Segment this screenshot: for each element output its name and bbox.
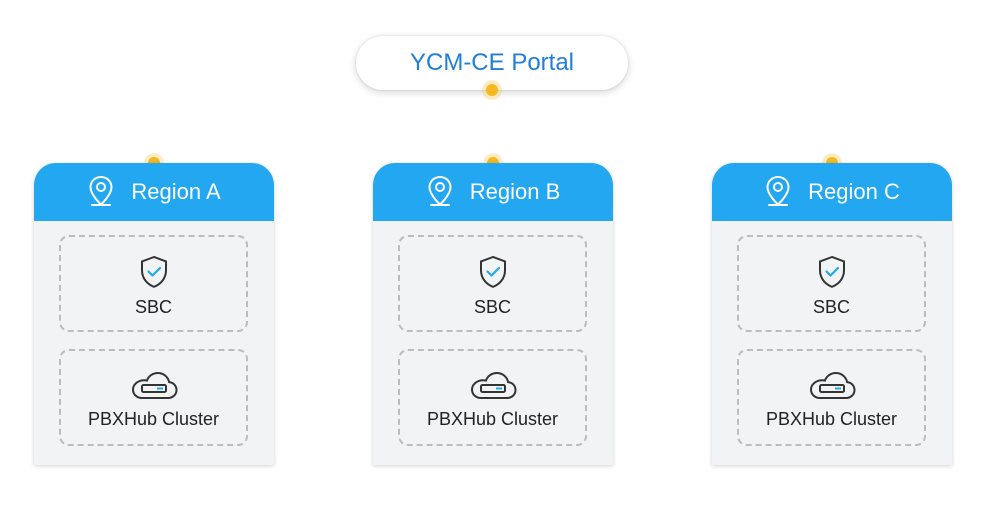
region-b-pbx-card[interactable]: PBXHub Cluster [398,349,587,446]
location-pin-icon [766,175,790,206]
region-c-pbx-label: PBXHub Cluster [765,409,898,429]
region-a-pbx-label: PBXHub Cluster [87,409,220,429]
region-b-title: Region B [469,179,561,204]
portal-label: YCM-CE Portal [409,49,575,76]
region-b-pbx-label: PBXHub Cluster [426,409,559,429]
region-a-panel: Region A SBC PBXHub Cluster [34,163,274,465]
region-c-sbc-card[interactable]: SBC [737,235,926,332]
cloud-server-icon [809,371,856,399]
shield-check-icon [479,255,506,288]
region-a-sbc-card[interactable]: SBC [59,235,248,332]
region-b-sbc-card[interactable]: SBC [398,235,587,332]
region-a-header: Region A [34,163,274,221]
location-pin-icon [428,175,452,206]
shield-check-icon [818,255,845,288]
portal-node[interactable]: YCM-CE Portal [356,36,628,90]
region-b-sbc-label: SBC [473,297,511,317]
region-c-pbx-card[interactable]: PBXHub Cluster [737,349,926,446]
region-c-panel: Region C SBC PBXHub Cluster [712,163,952,465]
portal-connector-dot [486,84,498,96]
region-a-pbx-card[interactable]: PBXHub Cluster [59,349,248,446]
region-c-header: Region C [712,163,952,221]
region-c-sbc-label: SBC [812,297,850,317]
cloud-server-icon [131,371,178,399]
region-a-title: Region A [131,179,221,204]
region-b-panel: Region B SBC PBXHub Cluster [373,163,613,465]
region-c-title: Region C [808,179,900,204]
region-b-header: Region B [373,163,613,221]
location-pin-icon [89,175,113,206]
shield-check-icon [140,255,167,288]
region-a-sbc-label: SBC [134,297,172,317]
cloud-server-icon [470,371,517,399]
